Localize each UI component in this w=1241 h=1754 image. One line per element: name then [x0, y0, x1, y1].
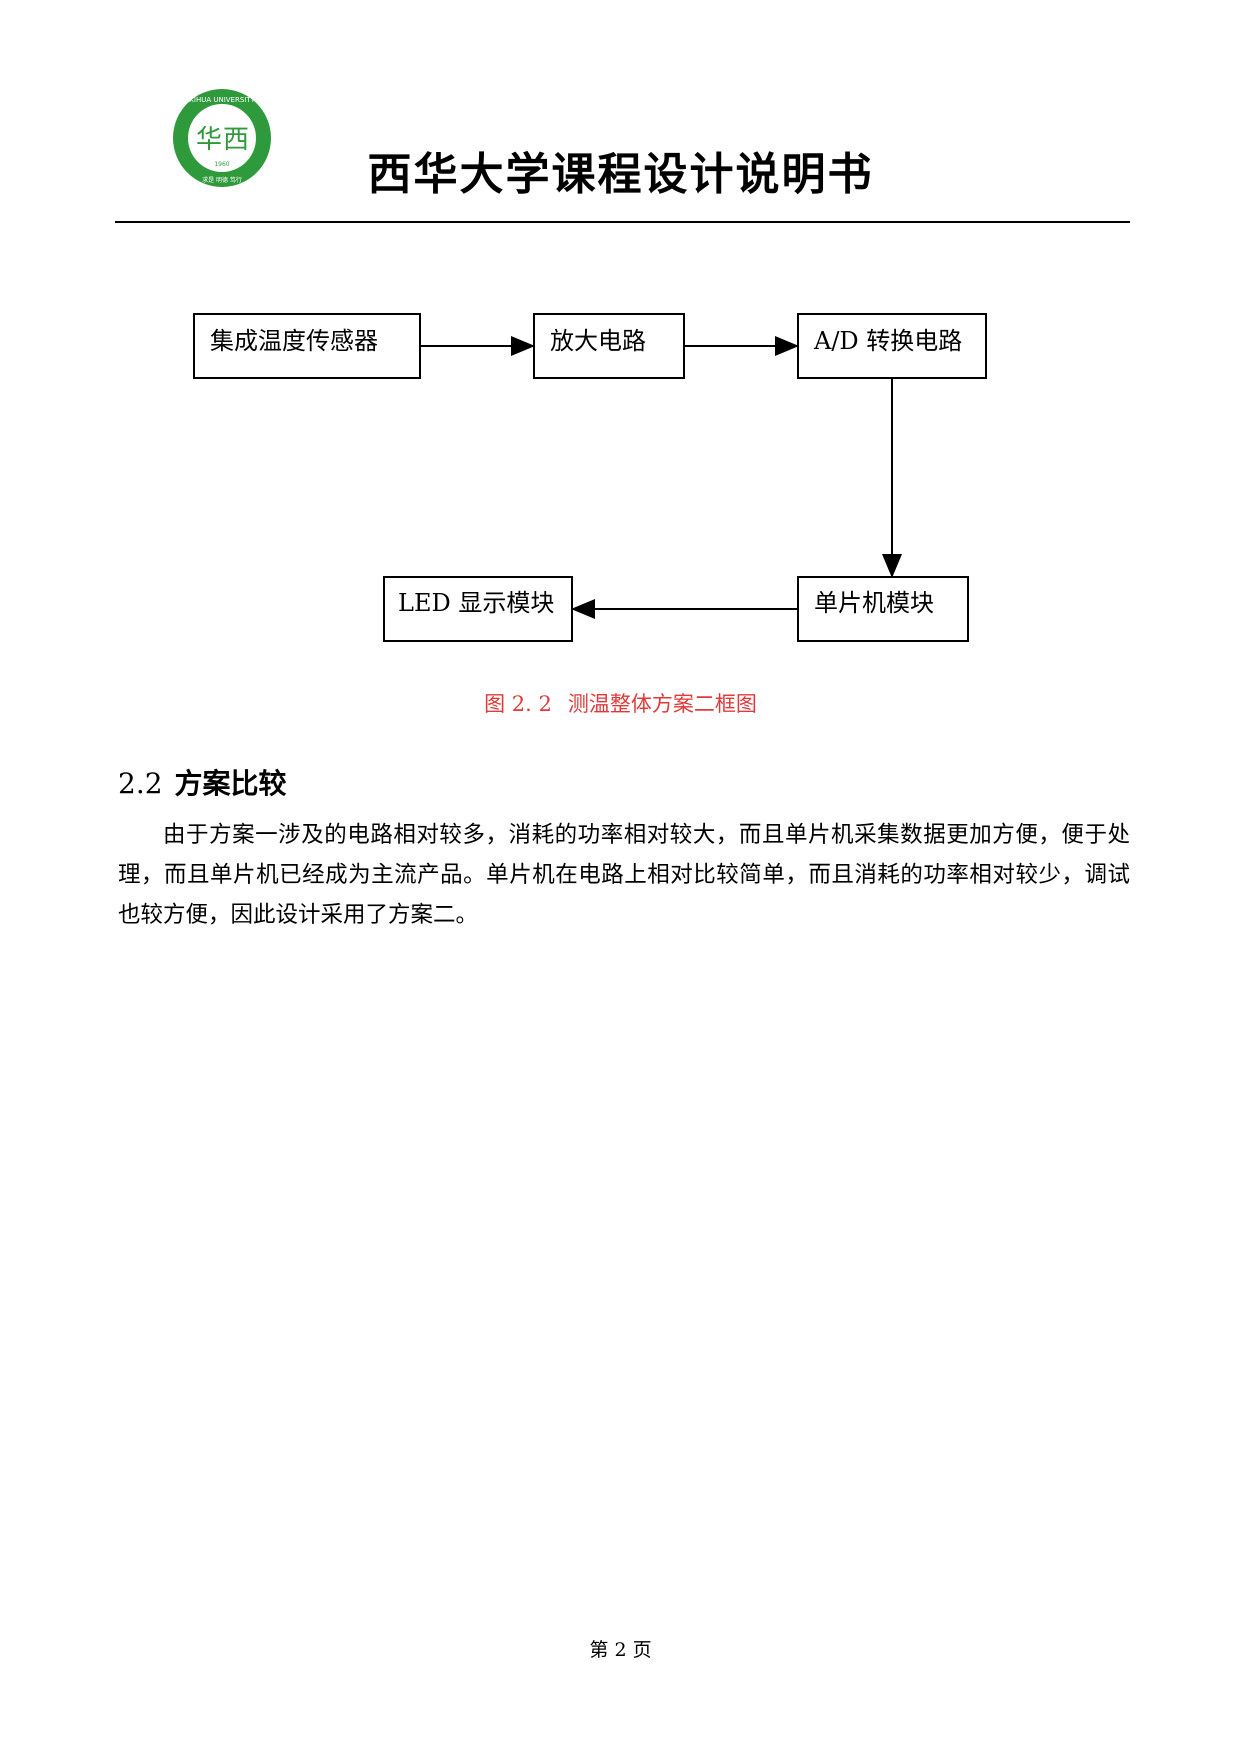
block-amplifier: 放大电路 — [533, 313, 685, 379]
block-sensor: 集成温度传感器 — [193, 313, 421, 379]
section-title: 方案比较 — [174, 767, 287, 800]
block-led: LED 显示模块 — [383, 576, 573, 642]
document-title: 西华大学课程设计说明书 — [367, 149, 874, 200]
section-heading: 2.2 方案比较 — [118, 762, 287, 802]
university-logo: XIHUA UNIVERSITY 华 西 1960 求是 明德 笃行 — [173, 89, 271, 187]
block-led-label: LED 显示模块 — [398, 589, 554, 617]
section-paragraph: 由于方案一涉及的电路相对较多，消耗的功率相对较大，而且单片机采集数据更加方便，便… — [118, 822, 1130, 928]
figure-caption-number: 图 2. 2 — [484, 692, 552, 716]
svg-text:1960: 1960 — [214, 161, 229, 168]
block-mcu: 单片机模块 — [797, 576, 969, 642]
svg-text:求是 明德 笃行: 求是 明德 笃行 — [202, 176, 242, 184]
block-adc-label: A/D 转换电路 — [813, 327, 962, 355]
figure-caption-text: 测温整体方案二框图 — [567, 692, 757, 716]
section-number: 2.2 — [118, 767, 163, 800]
svg-text:华: 华 — [196, 125, 222, 155]
block-amplifier-label: 放大电路 — [550, 327, 646, 355]
header-divider — [115, 221, 1130, 223]
svg-text:西: 西 — [223, 125, 249, 155]
page-number: 第 2 页 — [589, 1639, 652, 1661]
svg-text:XIHUA UNIVERSITY: XIHUA UNIVERSITY — [189, 96, 256, 104]
figure-caption: 图 2. 2 测温整体方案二框图 — [0, 688, 1241, 718]
block-adc: A/D 转换电路 — [797, 313, 987, 379]
block-mcu-label: 单片机模块 — [814, 589, 934, 617]
block-sensor-label: 集成温度传感器 — [210, 327, 378, 355]
